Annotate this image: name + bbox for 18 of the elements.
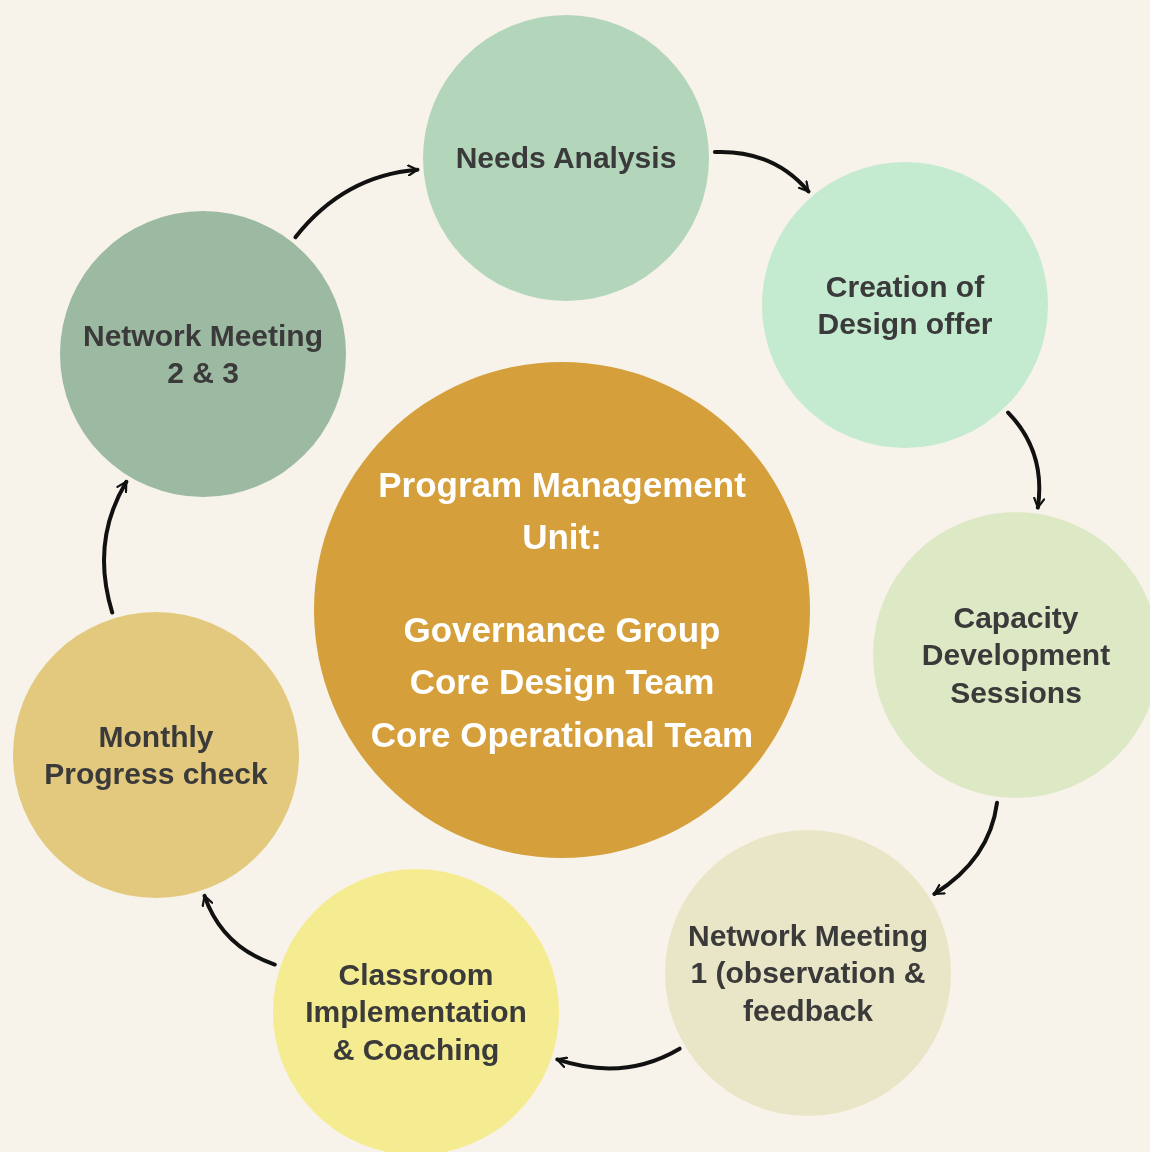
hub-heading: Program Management Unit: (377, 463, 747, 559)
stage-label: Classroom Implementation & Coaching (304, 956, 528, 1068)
cycle-arrow (555, 1046, 682, 1071)
stage-label: Monthly Progress check (43, 718, 269, 792)
stage-label: Creation of Design offer (816, 268, 994, 342)
team-name: Governance Group (403, 608, 721, 651)
cycle-arrow (712, 149, 811, 194)
cycle-arrow (201, 893, 277, 967)
stage-label: Network Meeting 1 (observation & feedback (687, 917, 929, 1029)
cycle-arrow (932, 800, 999, 896)
team-name: Core Design Team (409, 661, 715, 704)
cycle-arrow (293, 164, 420, 240)
stage-label: Capacity Development Sessions (920, 599, 1112, 711)
stage-label: Network Meeting 2 & 3 (82, 317, 324, 391)
cycle-arrow (102, 479, 129, 615)
stage-label: Needs Analysis (455, 140, 677, 177)
cycle-arrow (1006, 410, 1045, 510)
team-name: Core Operational Team (370, 713, 754, 756)
